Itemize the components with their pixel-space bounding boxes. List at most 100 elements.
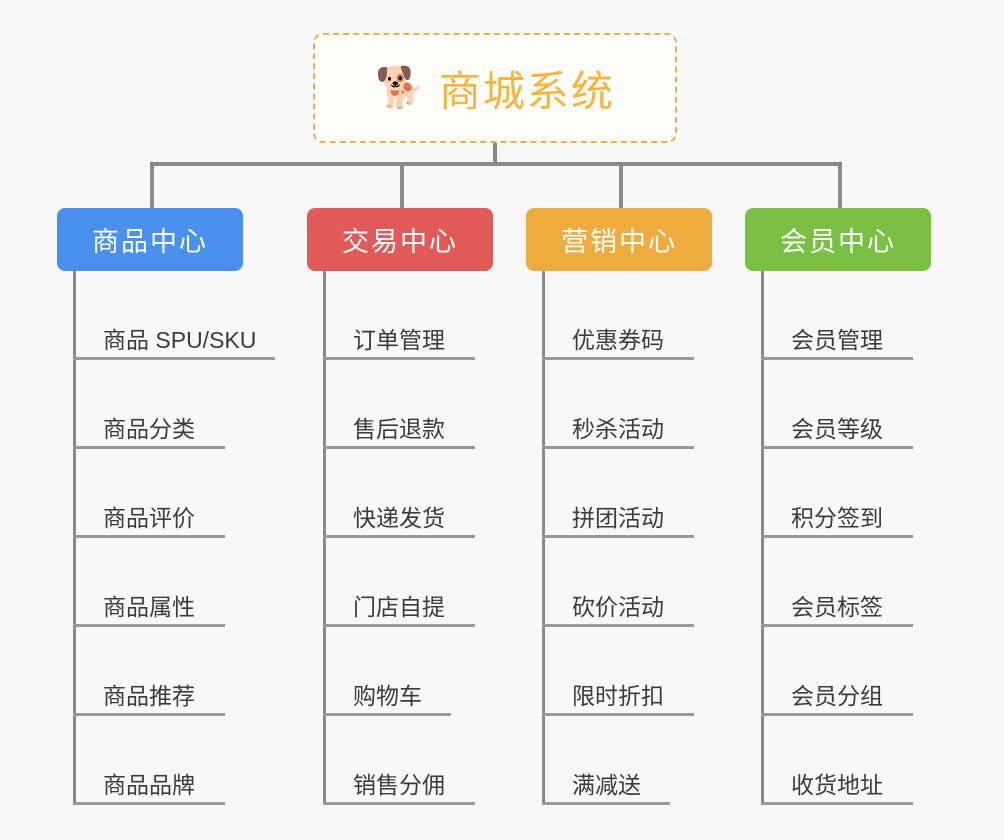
- leaf-item-label: 商品属性: [103, 594, 195, 620]
- category-header-4[interactable]: 会员中心: [745, 208, 931, 271]
- leaf-item-rule: [323, 624, 475, 627]
- leaf-item-rule: [761, 802, 913, 805]
- category-column-3: 营销中心优惠券码秒杀活动拼团活动砍价活动限时折扣满减送: [526, 208, 712, 805]
- leaf-item[interactable]: 会员等级: [761, 360, 1004, 449]
- column-trunk-connector-3: [542, 271, 545, 805]
- leaf-item[interactable]: 会员标签: [761, 538, 1004, 627]
- root-stem-connector: [493, 143, 497, 164]
- leaf-item-rule: [73, 713, 225, 716]
- leaf-item-label: 商品 SPU/SKU: [103, 327, 257, 353]
- leaf-item-label: 销售分佣: [353, 772, 445, 798]
- leaf-item-rule: [73, 624, 225, 627]
- leaf-item[interactable]: 积分签到: [761, 449, 1004, 538]
- leaf-item[interactable]: 快递发货: [323, 449, 583, 538]
- category-header-2[interactable]: 交易中心: [307, 208, 493, 271]
- leaf-item[interactable]: 商品推荐: [73, 627, 333, 716]
- leaf-item-label: 会员标签: [791, 594, 883, 620]
- leaf-item-label: 售后退款: [353, 416, 445, 442]
- leaf-item-label: 订单管理: [353, 327, 445, 353]
- leaf-item-rule: [323, 446, 475, 449]
- leaf-item[interactable]: 商品品牌: [73, 716, 333, 805]
- leaf-item-label: 会员等级: [791, 416, 883, 442]
- leaf-item-rule: [542, 802, 670, 805]
- leaf-item-label: 砍价活动: [572, 594, 664, 620]
- leaf-item[interactable]: 订单管理: [323, 271, 583, 360]
- leaf-item-rule: [73, 535, 225, 538]
- leaf-list-2: 订单管理售后退款快递发货门店自提购物车销售分佣: [323, 271, 583, 805]
- leaf-item-label: 满减送: [572, 772, 641, 798]
- leaf-item-label: 商品推荐: [103, 683, 195, 709]
- category-header-label: 会员中心: [780, 227, 896, 257]
- column-trunk-connector-1: [73, 271, 76, 805]
- category-header-label: 商品中心: [92, 227, 208, 257]
- leaf-item[interactable]: 会员管理: [761, 271, 1004, 360]
- leaf-item-rule: [542, 446, 694, 449]
- leaf-item-rule: [323, 802, 475, 805]
- leaf-item[interactable]: 拼团活动: [542, 449, 802, 538]
- category-header-label: 交易中心: [342, 227, 458, 257]
- leaf-item[interactable]: 砍价活动: [542, 538, 802, 627]
- leaf-item-label: 商品评价: [103, 505, 195, 531]
- leaf-item[interactable]: 商品分类: [73, 360, 333, 449]
- category-header-1[interactable]: 商品中心: [57, 208, 243, 271]
- category-header-3[interactable]: 营销中心: [526, 208, 712, 271]
- leaf-item-rule: [761, 535, 913, 538]
- category-column-4: 会员中心会员管理会员等级积分签到会员标签会员分组收货地址: [745, 208, 931, 805]
- leaf-item[interactable]: 购物车: [323, 627, 583, 716]
- leaf-item[interactable]: 秒杀活动: [542, 360, 802, 449]
- leaf-item-label: 会员分组: [791, 683, 883, 709]
- leaf-item[interactable]: 销售分佣: [323, 716, 583, 805]
- leaf-item-rule: [73, 802, 225, 805]
- root-title: 商城系统: [438, 67, 615, 115]
- leaf-item[interactable]: 门店自提: [323, 538, 583, 627]
- leaf-item-label: 秒杀活动: [572, 416, 664, 442]
- leaf-item-rule: [542, 357, 694, 360]
- leaf-item[interactable]: 会员分组: [761, 627, 1004, 716]
- leaf-item-label: 会员管理: [791, 327, 883, 353]
- leaf-list-3: 优惠券码秒杀活动拼团活动砍价活动限时折扣满减送: [542, 271, 802, 805]
- leaf-item[interactable]: 商品评价: [73, 449, 333, 538]
- leaf-item-label: 限时折扣: [572, 683, 664, 709]
- leaf-list-4: 会员管理会员等级积分签到会员标签会员分组收货地址: [761, 271, 1004, 805]
- leaf-item-label: 优惠券码: [572, 327, 664, 353]
- leaf-item-rule: [761, 624, 913, 627]
- leaf-item-rule: [73, 357, 275, 360]
- column-trunk-connector-4: [761, 271, 764, 805]
- leaf-item-rule: [761, 446, 913, 449]
- leaf-item[interactable]: 商品属性: [73, 538, 333, 627]
- leaf-item-rule: [323, 357, 475, 360]
- drop-connector-3: [619, 162, 623, 209]
- leaf-item-label: 快递发货: [353, 505, 445, 531]
- category-header-label: 营销中心: [561, 227, 677, 257]
- leaf-item-rule: [542, 624, 694, 627]
- root-node-mall-system[interactable]: 🐕 商城系统: [313, 33, 677, 143]
- horizontal-bus-connector: [150, 162, 840, 166]
- category-column-2: 交易中心订单管理售后退款快递发货门店自提购物车销售分佣: [307, 208, 493, 805]
- leaf-item-rule: [73, 446, 225, 449]
- leaf-item-label: 购物车: [353, 683, 422, 709]
- leaf-item-label: 积分签到: [791, 505, 883, 531]
- drop-connector-1: [150, 162, 154, 209]
- leaf-item-rule: [323, 713, 451, 716]
- leaf-item-rule: [323, 535, 475, 538]
- leaf-item[interactable]: 商品 SPU/SKU: [73, 271, 333, 360]
- leaf-item-rule: [542, 535, 694, 538]
- leaf-item-label: 商品分类: [103, 416, 195, 442]
- leaf-item-label: 拼团活动: [572, 505, 664, 531]
- leaf-item[interactable]: 优惠券码: [542, 271, 802, 360]
- column-trunk-connector-2: [323, 271, 326, 805]
- drop-connector-2: [400, 162, 404, 209]
- leaf-item-rule: [761, 713, 913, 716]
- leaf-item-label: 门店自提: [353, 594, 445, 620]
- leaf-list-1: 商品 SPU/SKU 商品分类商品评价商品属性商品推荐商品品牌: [73, 271, 333, 805]
- leaf-item-rule: [542, 713, 694, 716]
- leaf-item[interactable]: 满减送: [542, 716, 802, 805]
- leaf-item[interactable]: 收货地址: [761, 716, 1004, 805]
- shiba-dog-face-icon: 🐕: [375, 66, 425, 110]
- leaf-item[interactable]: 售后退款: [323, 360, 583, 449]
- leaf-item[interactable]: 限时折扣: [542, 627, 802, 716]
- leaf-item-label: 收货地址: [791, 772, 883, 798]
- leaf-item-rule: [761, 357, 913, 360]
